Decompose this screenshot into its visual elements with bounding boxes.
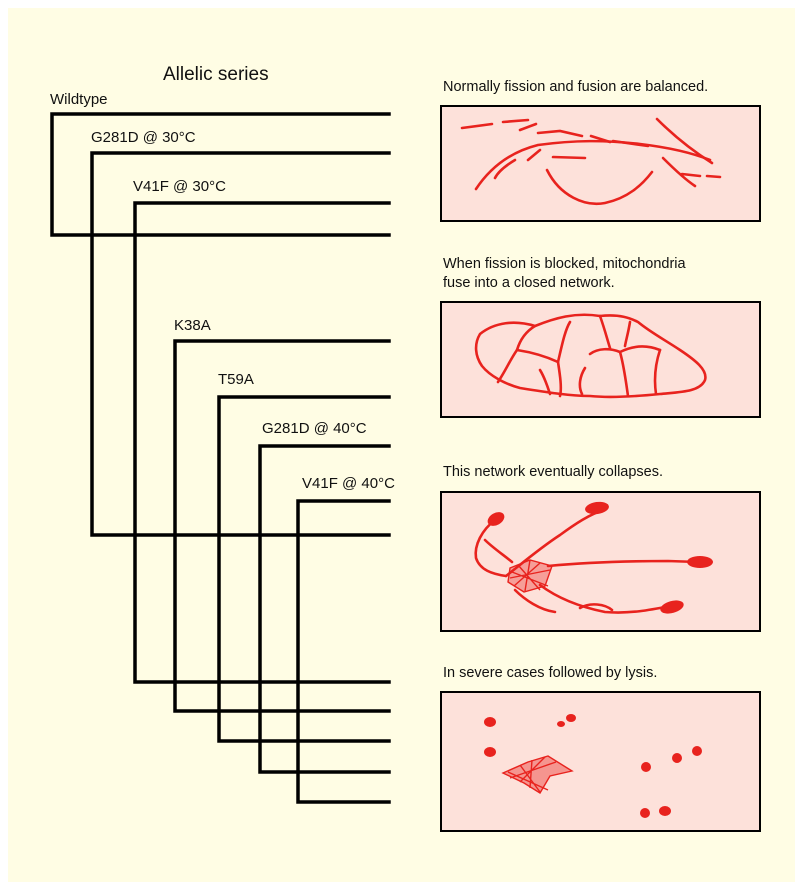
bracket-v41f-40 bbox=[298, 501, 389, 802]
bracket-g281d-40 bbox=[260, 446, 389, 772]
panel-caption-network-line2: fuse into a closed network. bbox=[443, 274, 615, 293]
panel-caption-network-line1: When fission is blocked, mitochondria bbox=[443, 255, 686, 274]
allele-label-v41f-30: V41F @ 30°C bbox=[133, 178, 226, 195]
panel-caption-collapse: This network eventually collapses. bbox=[443, 463, 663, 482]
panel-caption-balanced: Normally fission and fusion are balanced… bbox=[443, 78, 708, 97]
allele-label-g281d-40: G281D @ 40°C bbox=[262, 420, 367, 437]
allele-label-g281d-30: G281D @ 30°C bbox=[91, 129, 196, 146]
panel-box-lysis bbox=[441, 692, 760, 831]
bracket-t59a bbox=[219, 397, 389, 741]
bracket-v41f-30 bbox=[135, 203, 389, 682]
diagram-title: Allelic series bbox=[163, 64, 269, 86]
allele-label-t59a: T59A bbox=[218, 371, 254, 388]
allele-bracket-tree bbox=[52, 114, 389, 802]
allele-label-v41f-40: V41F @ 40°C bbox=[302, 475, 395, 492]
allele-label-wildtype: Wildtype bbox=[50, 91, 108, 108]
allele-label-k38a: K38A bbox=[174, 317, 211, 334]
panel-caption-lysis: In severe cases followed by lysis. bbox=[443, 664, 657, 683]
